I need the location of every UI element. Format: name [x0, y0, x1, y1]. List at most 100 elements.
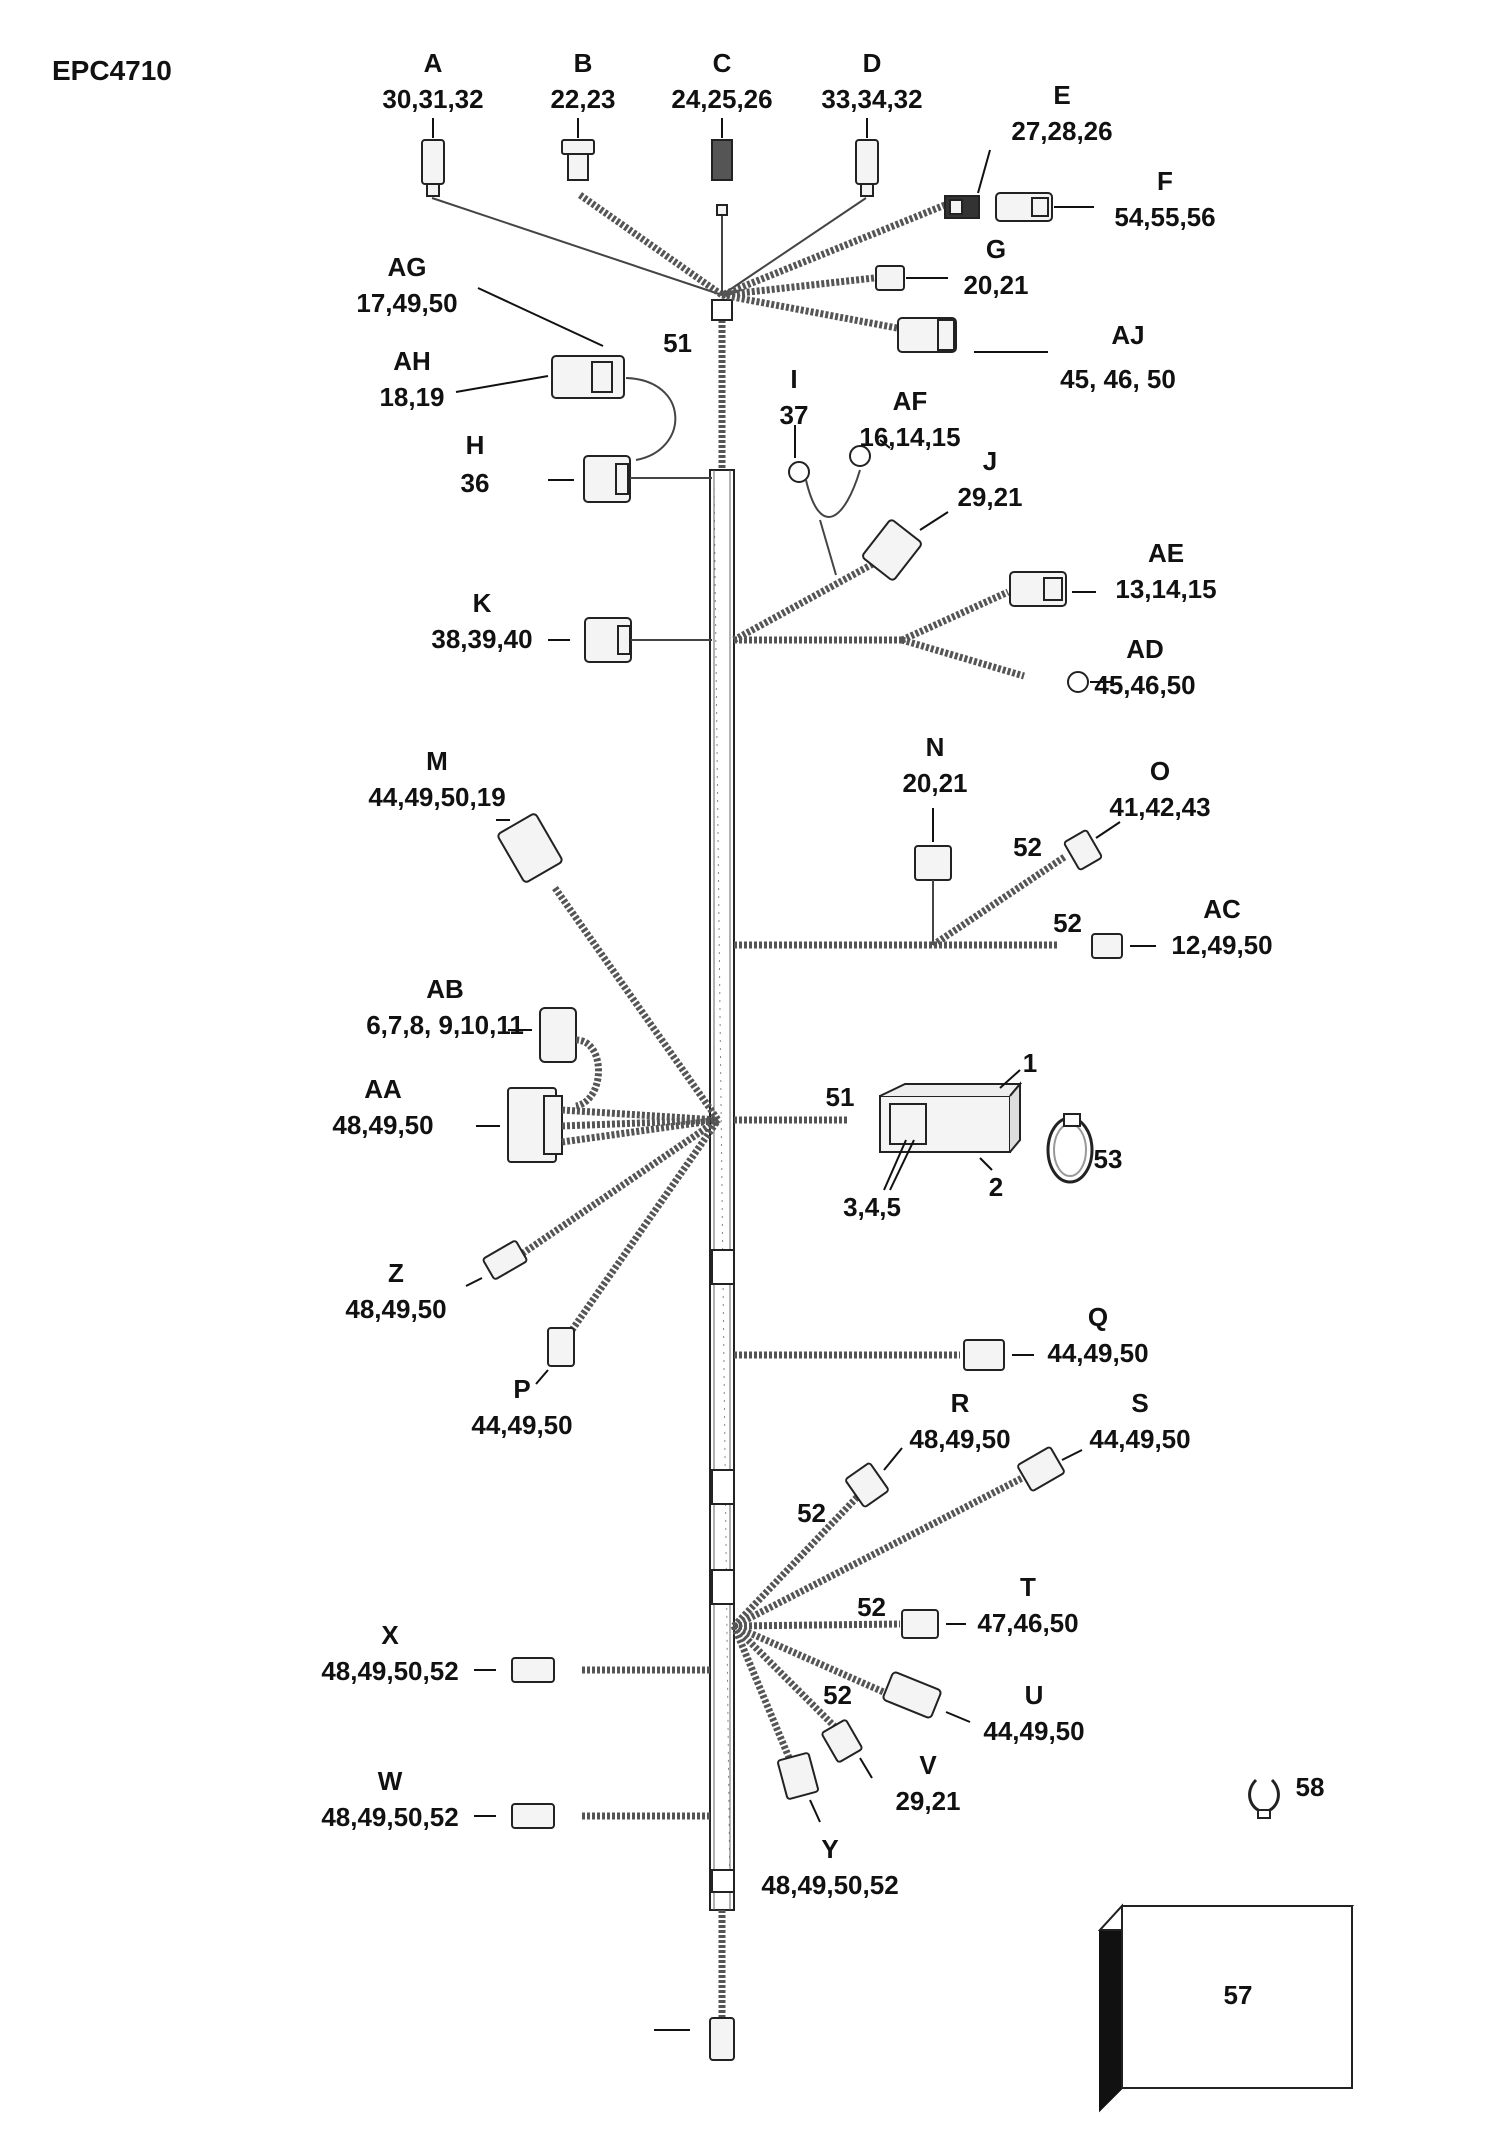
callout-aj-id: AJ	[1111, 320, 1144, 350]
connector-v: Y 48,49,50,52	[761, 1752, 899, 1900]
callout-s-ref: 47,46,50	[977, 1608, 1078, 1638]
callout-p-ref: 44,49,50	[1047, 1338, 1148, 1368]
connector-r: S 44,49,50	[1017, 1388, 1191, 1492]
connector-g: G 20,21	[875, 234, 1029, 300]
callout-ac-id: AB	[426, 974, 464, 1004]
box-57: 57	[1097, 1903, 1355, 2113]
connector-q: 52 R 48,49,50	[797, 1388, 1011, 1528]
connector-ae-k-l: K 38,39,40 AE 13,14,15 AD 45,46,50	[431, 538, 1216, 700]
callout-u-ref: 29,21	[895, 1786, 960, 1816]
connector-p: Q 44,49,50	[734, 1302, 1149, 1371]
box-57-label: 57	[1224, 1980, 1253, 2010]
callout-aj-ref: 45, 46, 50	[1060, 364, 1176, 394]
connector-aa-z: Z 48,49,50 P 44,49,50	[345, 1117, 721, 1440]
callout-p-id: Q	[1088, 1302, 1108, 1332]
main-trunk	[709, 300, 735, 2020]
connector-ad: M 44,49,50,19	[368, 746, 721, 1123]
callout-f-id: F	[1157, 166, 1173, 196]
connector-t: U 44,49,50	[882, 1671, 1085, 1746]
callout-e-id: E	[1053, 80, 1070, 110]
callout-s-id: T	[1020, 1572, 1036, 1602]
module-1-label: 1	[1023, 1048, 1037, 1078]
callout-h-ref: 37	[780, 400, 809, 430]
callout-u-id: V	[919, 1750, 937, 1780]
callout-h-id: I	[790, 364, 797, 394]
connector-f: F 54,55,56	[995, 166, 1216, 232]
callout-q-id: R	[951, 1388, 970, 1418]
callout-j-id: J	[983, 446, 997, 476]
callout-m-id: N	[926, 732, 945, 762]
callout-r-ref: 44,49,50	[1089, 1424, 1190, 1454]
strap-53: 53	[1046, 1113, 1123, 1184]
callout-x-ref: 48,49,50,52	[321, 1802, 458, 1832]
callout-n-id: O	[1150, 756, 1170, 786]
callout-ag-id: AG	[388, 252, 427, 282]
connector-ac-ab: AB 6,7,8, 9,10,11 AA 48,49,50	[332, 974, 719, 1163]
connector-ag-ah-af: AG 17,49,50 AH 18,19 H 36	[356, 252, 712, 503]
callout-e-ref: 27,28,26	[1011, 116, 1112, 146]
module-2-label: 2	[989, 1172, 1003, 1202]
connector-w	[654, 2017, 735, 2061]
tie-52-u: 52	[823, 1680, 852, 1710]
callout-j-ref: 29,21	[957, 482, 1022, 512]
callout-r-id: S	[1131, 1388, 1148, 1418]
callout-m-ref: 20,21	[902, 768, 967, 798]
callout-aa-ref: 48,49,50	[345, 1294, 446, 1324]
callout-y-ref: 48,49,50,52	[321, 1656, 458, 1686]
callout-ad-ref: 44,49,50,19	[368, 782, 505, 812]
connector-b: B 22,23	[550, 48, 616, 181]
callout-x-id: W	[378, 1766, 403, 1796]
callout-a-id: A	[424, 48, 443, 78]
callout-k-ref: 13,14,15	[1115, 574, 1216, 604]
callout-af-ref: 36	[461, 468, 490, 498]
tie-52-n: 52	[1013, 832, 1042, 862]
callout-o-ref: 12,49,50	[1171, 930, 1272, 960]
callout-z-ref: 44,49,50	[471, 1410, 572, 1440]
connector-a: A 30,31,32	[382, 48, 484, 197]
connector-d: D 33,34,32	[821, 48, 923, 197]
callout-v-ref: 48,49,50,52	[761, 1870, 898, 1900]
strap-53-label: 53	[1094, 1144, 1123, 1174]
callout-c-ref: 24,25,26	[671, 84, 772, 114]
doc-id: EPC4710	[52, 55, 172, 86]
callout-ac-ref: 6,7,8, 9,10,11	[366, 1010, 524, 1040]
tie-52-o: 52	[1053, 908, 1082, 938]
callout-k-id: AE	[1148, 538, 1184, 568]
callout-y-id: X	[381, 1620, 399, 1650]
callout-v-id: Y	[821, 1834, 838, 1864]
connector-m-n-o: N 20,21 52 O 41,42,43 52 AC 12,49,50	[734, 732, 1273, 960]
callout-c-id: C	[713, 48, 732, 78]
callout-l-id: AD	[1126, 634, 1164, 664]
connector-u: 52 V 29,21	[821, 1680, 961, 1816]
callout-aa-id: Z	[388, 1258, 404, 1288]
callout-f-ref: 54,55,56	[1114, 202, 1215, 232]
callout-d-id: D	[863, 48, 882, 78]
top-branches	[431, 192, 947, 332]
connector-s: 52 T 47,46,50	[857, 1572, 1079, 1639]
callout-ah-id: AH	[393, 346, 431, 376]
clip-58: 58	[1248, 1772, 1324, 1819]
module-pins-label: 3,4,5	[843, 1192, 901, 1222]
callout-ae-id: K	[473, 588, 492, 618]
connector-h-i-j: I 37 AF 16,14,15 J 29,21	[732, 364, 1023, 644]
connector-aj: AJ 45, 46, 50	[897, 317, 1176, 394]
tie-52-s: 52	[857, 1592, 886, 1622]
callout-z-id: P	[513, 1374, 530, 1404]
callout-t-id: U	[1025, 1680, 1044, 1710]
callout-l-ref: 45,46,50	[1094, 670, 1195, 700]
lower-fan	[730, 1470, 1032, 1762]
callout-b-ref: 22,23	[550, 84, 615, 114]
callout-a-ref: 30,31,32	[382, 84, 483, 114]
tie-52-q: 52	[797, 1498, 826, 1528]
callout-q-ref: 48,49,50	[909, 1424, 1010, 1454]
callout-i-ref: 16,14,15	[859, 422, 960, 452]
callout-i-id: AF	[893, 386, 928, 416]
connector-x: W 48,49,50,52	[321, 1766, 712, 1832]
callout-ab-id: AA	[364, 1074, 402, 1104]
callout-g-id: G	[986, 234, 1006, 264]
module-1: 51 1 2 3,4,5	[734, 1048, 1037, 1222]
callout-ae-ref: 38,39,40	[431, 624, 532, 654]
callout-ah-ref: 18,19	[379, 382, 444, 412]
callout-af-id: H	[466, 430, 485, 460]
